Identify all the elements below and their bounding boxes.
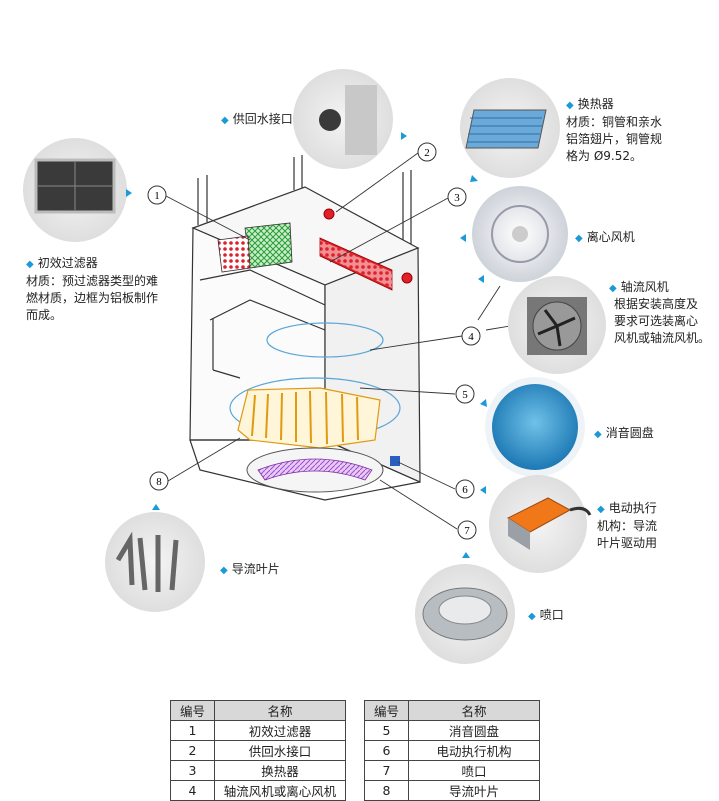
desc-axial-fan: 根据安装高度及 要求可选装离心 风机或轴流风机。 <box>614 297 711 345</box>
pipe-inlet <box>323 208 335 220</box>
bullet-icon: ◆ <box>594 429 602 440</box>
heat-exchanger-fins <box>320 240 392 288</box>
label-water-connection: ◆供回水接口 <box>221 112 293 126</box>
photo-water-connection <box>293 69 393 169</box>
photo-nozzle <box>415 564 515 664</box>
desc-actuator: 机构：导流 叶片驱动用 <box>597 519 658 550</box>
label-guide-vanes: ◆导流叶片 <box>220 562 280 576</box>
photo-heat-exchanger <box>460 78 560 178</box>
callout-8: 8 <box>156 476 162 488</box>
label-actuator: ◆电动执行 <box>597 501 657 515</box>
desc-heat-exchanger: 材质：铜管和亲水 铝箔翅片，铜管规 格为 Ø9.52。 <box>566 115 663 163</box>
callout-4: 4 <box>468 331 474 343</box>
header-name: 名称 <box>408 700 540 721</box>
callout-7: 7 <box>464 525 470 537</box>
label-centrifugal-fan: ◆离心风机 <box>575 230 635 244</box>
filter-mesh <box>244 222 293 269</box>
actuator-block <box>390 456 400 466</box>
bullet-icon: ◆ <box>528 611 536 622</box>
bullet-icon: ◆ <box>609 283 617 294</box>
label-nozzle: ◆喷口 <box>528 608 564 622</box>
photo-axial-fan <box>508 276 606 374</box>
header-num: 编号 <box>364 700 409 721</box>
photo-actuator <box>489 475 592 573</box>
table-header-row: 编号 名称 <box>364 700 540 721</box>
callout-2: 2 <box>424 147 430 159</box>
filter-dots <box>217 235 251 273</box>
nozzle-vanes <box>257 458 373 481</box>
photo-filter <box>23 138 127 242</box>
callout-6: 6 <box>462 484 468 496</box>
label-heat-exchanger: ◆换热器 <box>566 97 614 111</box>
table-header-row: 编号 名称 <box>170 700 346 721</box>
bullet-icon: ◆ <box>220 565 228 576</box>
callout-1: 1 <box>154 190 160 202</box>
pipe-outlet <box>401 272 413 284</box>
callouts: 1 2 3 4 5 6 7 8 <box>147 142 481 540</box>
bullet-icon: ◆ <box>597 504 605 515</box>
bullet-icon: ◆ <box>221 115 229 126</box>
fan-outline <box>266 322 384 358</box>
photo-guide-vanes <box>105 512 205 612</box>
accent-triangles <box>126 132 487 558</box>
guide-vanes <box>237 387 381 449</box>
callout-3: 3 <box>454 192 460 204</box>
photo-centrifugal-fan <box>472 186 568 282</box>
label-primary-filter: ◆初效过滤器 <box>26 256 98 270</box>
desc-primary-filter: 材质：预过滤器类型的难 燃材质，边框为铝板制作 而成。 <box>26 274 159 322</box>
bullet-icon: ◆ <box>566 100 574 111</box>
header-name: 名称 <box>214 700 346 721</box>
label-silencer-disc: ◆消音圆盘 <box>594 426 654 440</box>
header-num: 编号 <box>170 700 215 721</box>
bullet-icon: ◆ <box>575 233 583 244</box>
bullet-icon: ◆ <box>26 259 34 270</box>
callout-5: 5 <box>462 389 468 401</box>
label-axial-fan: ◆轴流风机 <box>609 280 669 294</box>
photo-silencer-disc <box>485 377 585 477</box>
leader-lines <box>165 152 511 530</box>
